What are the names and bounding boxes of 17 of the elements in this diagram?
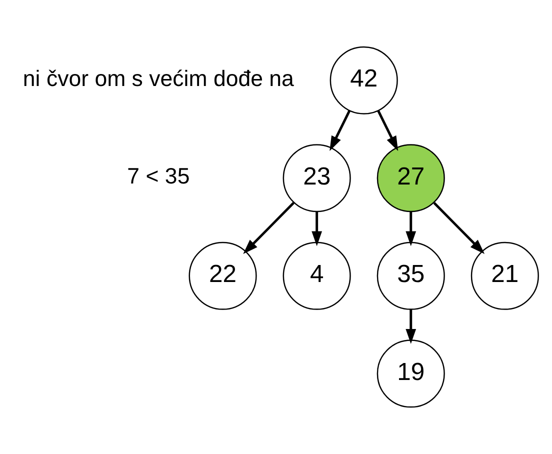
arrow xyxy=(406,212,416,246)
node-circle: 42 xyxy=(330,46,398,114)
arrow xyxy=(406,309,416,344)
arrow xyxy=(433,202,485,254)
node-circle: 23 xyxy=(282,144,351,212)
node-circle: 35 xyxy=(376,242,445,310)
arrow xyxy=(377,110,398,151)
arrow xyxy=(330,110,351,151)
arrow xyxy=(243,202,294,254)
label: ni čvor om s većim dođe na xyxy=(22,66,294,91)
node-circle: 19 xyxy=(376,340,445,408)
node-circle: 22 xyxy=(188,242,257,310)
node-circle: 4 xyxy=(282,242,351,310)
arrow xyxy=(312,212,322,246)
node-circle: 27 xyxy=(376,144,445,212)
label: 7 < 35 xyxy=(127,164,190,189)
node-circle: 21 xyxy=(470,242,539,310)
